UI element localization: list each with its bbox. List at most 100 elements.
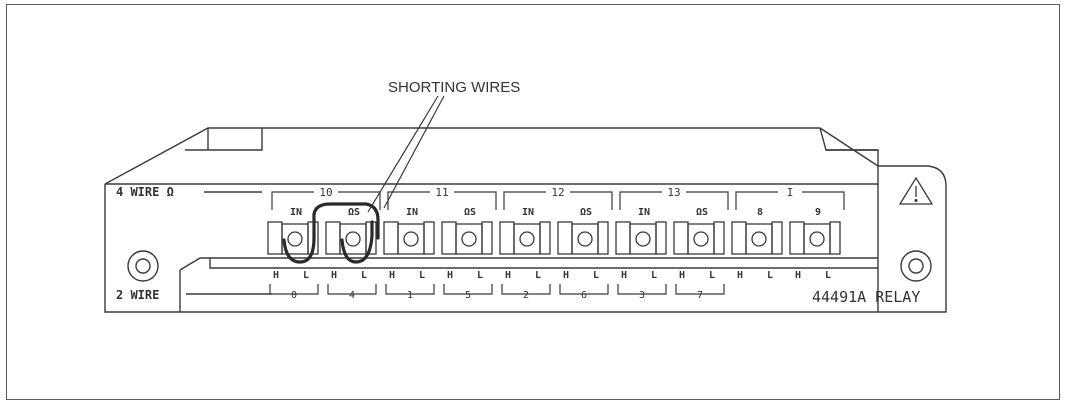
terminal-pin-label: L [767,270,773,281]
terminal-pin-label: L [709,270,715,281]
terminal-housing [397,223,425,255]
group-bracket-right [802,191,845,210]
four-wire-label: 4 WIRE Ω [116,185,174,199]
channel-number-label: 2 [523,290,529,301]
terminal-screw [809,231,825,247]
terminal-housing [455,223,483,255]
terminal-screw [461,231,477,247]
mounting-screw-left [127,250,159,282]
group-label: 11 [435,186,448,199]
terminal-sub-label: ΩS [348,207,360,218]
terminal-pin-label: H [505,270,511,281]
terminal-housing [513,223,541,255]
terminal-screw [519,231,535,247]
channel-number-label: 1 [407,290,413,301]
terminal-screw [287,231,303,247]
terminal-pin-label: H [447,270,453,281]
shorting-wire-in [282,202,380,264]
terminal-screw [577,231,593,247]
terminal-housing [687,223,715,255]
group-bracket-left [271,191,314,210]
terminal-sub-label: IN [290,207,302,218]
model-label: 44491A RELAY [812,288,920,306]
terminal-clamp-h [499,221,515,255]
module-front-face [104,165,947,313]
terminal-screw [345,231,361,247]
terminal-clamp-h [673,221,689,255]
group-label: 10 [319,186,332,199]
group-bracket-right [570,191,613,210]
terminal-pin-label: L [651,270,657,281]
group-bracket-left [735,191,778,210]
group-label: 12 [551,186,564,199]
terminal-clamp-h [325,221,341,255]
channel-number-label: 0 [291,290,297,301]
callout-label: SHORTING WIRES [388,79,520,96]
channel-number-label: 5 [465,290,471,301]
terminal-pin-label: L [825,270,831,281]
terminal-clamp-h [615,221,631,255]
terminal-clamp-h [383,221,399,255]
channel-number-label: 7 [697,290,703,301]
group-label: I [787,186,794,199]
bottom-bracket [269,284,319,295]
terminal-pin-label: L [535,270,541,281]
terminal-clamp-l [655,221,667,255]
terminal-sub-label: IN [638,207,650,218]
terminal-sub-label: ΩS [580,207,592,218]
bottom-bracket [501,284,551,295]
terminal-clamp-l [829,221,841,255]
terminal-clamp-l [597,221,609,255]
terminal-housing [629,223,657,255]
group-label: 13 [667,186,680,199]
bottom-bracket [385,284,435,295]
group-bracket-left [619,191,662,210]
terminal-pin-label: H [621,270,627,281]
shorting-wires [282,202,380,264]
terminal-screw [635,231,651,247]
two-wire-label: 2 WIRE [116,288,159,302]
terminal-housing [745,223,773,255]
terminal-pin-label: H [331,270,337,281]
terminal-clamp-l [539,221,551,255]
terminal-pin-label: H [737,270,743,281]
terminal-screw [751,231,767,247]
channel-number-label: 4 [349,290,355,301]
terminal-sub-label: 9 [815,207,821,218]
terminal-screw [403,231,419,247]
terminal-pin-label: H [679,270,685,281]
channel-number-label: 6 [581,290,587,301]
terminal-housing [803,223,831,255]
callout-leader-1 [367,95,439,213]
terminal-clamp-h [267,221,283,255]
terminal-pin-label: H [273,270,279,281]
terminal-pin-label: H [563,270,569,281]
group-bracket-right [454,191,497,210]
terminal-clamp-l [771,221,783,255]
terminal-clamp-h [441,221,457,255]
group-bracket-right [686,191,729,210]
terminal-sub-label: ΩS [696,207,708,218]
bottom-bracket [617,284,667,295]
warning-triangle-icon [898,176,934,205]
bottom-bracket [327,284,377,295]
terminal-screw [693,231,709,247]
bottom-bracket [443,284,493,295]
terminal-clamp-l [481,221,493,255]
callout-leader-2 [383,95,445,209]
terminal-clamp-h [731,221,747,255]
terminal-pin-label: H [795,270,801,281]
terminal-clamp-h [557,221,573,255]
terminal-sub-label: IN [406,207,418,218]
terminal-clamp-l [713,221,725,255]
bottom-bracket [675,284,725,295]
terminal-sub-label: 8 [757,207,763,218]
terminal-clamp-h [789,221,805,255]
channel-number-label: 3 [639,290,645,301]
group-bracket-left [387,191,430,210]
bottom-bracket [559,284,609,295]
terminal-pin-label: L [419,270,425,281]
group-bracket-left [503,191,546,210]
terminal-pin-label: L [303,270,309,281]
